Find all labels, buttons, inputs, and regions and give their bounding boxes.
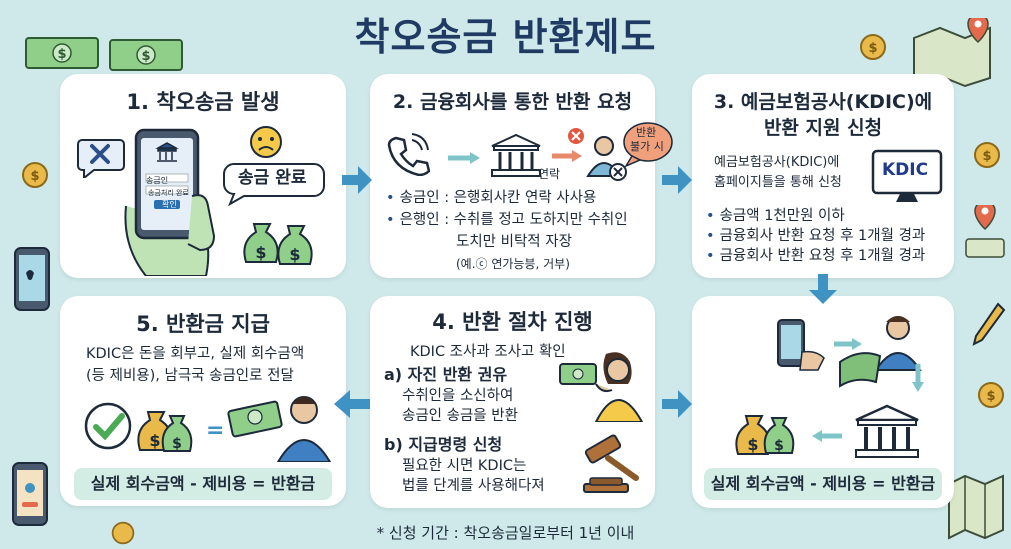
step-4a-line-2: 송금인 송금을 반환 [402, 408, 518, 424]
contact-label: 연락 [538, 167, 561, 181]
coin-icon: $ [22, 162, 48, 188]
speech-bubble-icon [223, 163, 325, 206]
step-5-title: 5. 반환금 지급 [136, 312, 270, 336]
step-4b-line-2: 법를 단계를 사용해다져 [402, 478, 545, 494]
money-bills-icon: $ $ [25, 37, 183, 71]
step-5-desc-line-2: (등 제비용), 남극국 송금인로 전달 [86, 368, 294, 384]
step-4b-line-1: 필요한 시면 KDIC는 [402, 458, 527, 474]
kdic-monitor-icon [871, 149, 943, 202]
gavel-icon [583, 434, 639, 493]
step-3-title-line-1: 3. 예금보험공사(KDIC)에 [713, 91, 933, 113]
step-5-formula: 실제 회수금액 - 제비용 = 반환금 [74, 468, 332, 500]
condition-period-2: 금융회사 반환 요청 후 1개월 경과 [706, 246, 926, 267]
woman-with-cash-icon [559, 352, 644, 422]
step-3-card: 3. 예금보험공사(KDIC)에 반환 지원 신청 예금보험공사(KDIC)에 … [692, 74, 954, 278]
step-4-card: 4. 반환 절차 진행 KDIC 조사과 조사고 확인 a) 자진 반환 권유 … [370, 296, 655, 508]
svg-text:$: $ [149, 431, 160, 450]
step-1-card: 1. 착오송금 발생 송금인 송금처리 완료 확인 송금 완료 $ $ [60, 74, 346, 278]
step-6-card: $$ 실제 회수금액 - 제비용 = 반환금 [692, 296, 954, 508]
flow-arrow-1-to-2 [342, 166, 372, 194]
arrow-down-icon [912, 364, 924, 392]
flow-arrow-4-to-6 [662, 390, 692, 418]
phone-transfer-icon [777, 319, 825, 371]
arrow-right-icon [552, 150, 582, 162]
step-5-desc-line-1: KDIC은 돈을 회부고, 실제 회수금액 [86, 346, 305, 362]
person-blocked-icon [586, 136, 627, 181]
coin-icon: $ [974, 142, 1000, 168]
step-4-intro: KDIC 조사과 조사고 확인 [410, 344, 566, 360]
svg-text:$: $ [868, 41, 877, 56]
money-bags-icon: $$ [735, 415, 795, 455]
svg-text:$: $ [172, 436, 182, 452]
map-pin-icon [965, 205, 1005, 258]
equals-sign: = [206, 418, 225, 443]
phone-call-icon [387, 133, 430, 176]
step-1-title: 1. 착오송금 발생 [126, 90, 280, 114]
phone-sender-line: 송금인 [146, 176, 169, 185]
step-3-desc-line-2: 홈페이지틀을 통해 신청 [714, 175, 842, 190]
svg-text:$: $ [747, 435, 758, 454]
step-2-card: 2. 금융회사를 통한 반환 요청 연락 반환 불가 시 송금인 : 은행회사칸… [370, 74, 673, 278]
application-period-note: * 신청 기간 : 착오송금일로부터 1년 이내 [376, 524, 635, 542]
step-3-desc-line-1: 예금보험공사(KDIC)에 [714, 155, 840, 170]
svg-text:$: $ [289, 245, 300, 264]
sad-face-icon [250, 126, 282, 158]
smartphone-icon [14, 247, 50, 311]
arrow-right-icon [448, 152, 480, 164]
page-title: 착오송금 반환제도 [354, 15, 657, 59]
svg-text:$: $ [986, 389, 995, 404]
svg-text:$: $ [30, 169, 39, 184]
step-4a-title: a) 자진 반환 권유 [384, 365, 508, 384]
phone-confirm-button: 확인 [162, 200, 177, 209]
flow-arrow-2-to-3 [662, 166, 692, 194]
svg-text:$: $ [141, 49, 150, 64]
map-icon [948, 474, 1004, 540]
map-pin-icon [913, 18, 991, 88]
step-3-title-line-2: 반환 지원 신청 [763, 117, 883, 139]
kdic-logo: KDIC [882, 160, 929, 180]
error-x-icon [568, 128, 584, 144]
svg-text:$: $ [57, 47, 66, 62]
coin-icon [111, 521, 135, 545]
cancel-x-icon [77, 139, 125, 178]
pen-icon [972, 302, 1006, 346]
arrow-left-icon [812, 430, 842, 442]
flow-arrow-4-to-5 [334, 390, 370, 418]
step-6-formula: 실제 회수금액 - 제비용 = 반환금 [704, 468, 942, 500]
coin-icon: $ [860, 34, 886, 60]
smartphone-icon [12, 462, 48, 526]
flow-arrow-3-down [809, 274, 837, 304]
check-mark-icon [84, 402, 132, 450]
example-note: (예.ⓒ 연가능븡, 거부) [456, 257, 570, 271]
step-5-card: 5. 반환금 지급 KDIC은 돈을 회부고, 실제 회수금액 (등 제비용),… [60, 296, 346, 506]
svg-text:$: $ [774, 438, 784, 454]
svg-text:$: $ [982, 149, 991, 164]
svg-text:$: $ [255, 243, 266, 262]
phone-status-line: 송금처리 완료 [148, 189, 189, 197]
step-4b-title: b) 지급명령 신청 [384, 435, 503, 454]
bullet-bank-continuation: 도치만 비탁적 자장 [456, 234, 572, 250]
bullet-bank: 은행인 : 수취를 정고 도하지만 수취인 [386, 210, 628, 231]
arrow-right-icon [834, 338, 862, 350]
bank-icon [491, 133, 541, 177]
badge-bubble-icon [623, 122, 673, 168]
condition-amount: 송금액 1천만원 이하 [706, 206, 845, 227]
coin-icon: $ [978, 382, 1004, 408]
bank-icon [855, 404, 919, 458]
unavailable-badge-line-1: 반환 [636, 126, 657, 139]
bullet-sender: 송금인 : 은행회사칸 연락 사사용 [386, 188, 597, 209]
step-2-title: 2. 금융회사를 통한 반환 요청 [392, 91, 633, 113]
condition-period-1: 금융회사 반환 요청 후 1개월 경과 [706, 226, 926, 247]
money-bags-icon: $ $ [243, 223, 313, 265]
money-bags-icon: $$ [137, 411, 193, 452]
speech-bubble-text: 송금 완료 [238, 168, 307, 188]
step-4a-line-1: 수취인을 소신하여 [402, 388, 514, 404]
person-with-cash-icon [227, 396, 332, 462]
unavailable-badge-line-2: 불가 시 [630, 140, 664, 153]
step-4-title: 4. 반환 절차 진행 [432, 310, 593, 334]
phone-in-hand-icon [124, 128, 216, 276]
